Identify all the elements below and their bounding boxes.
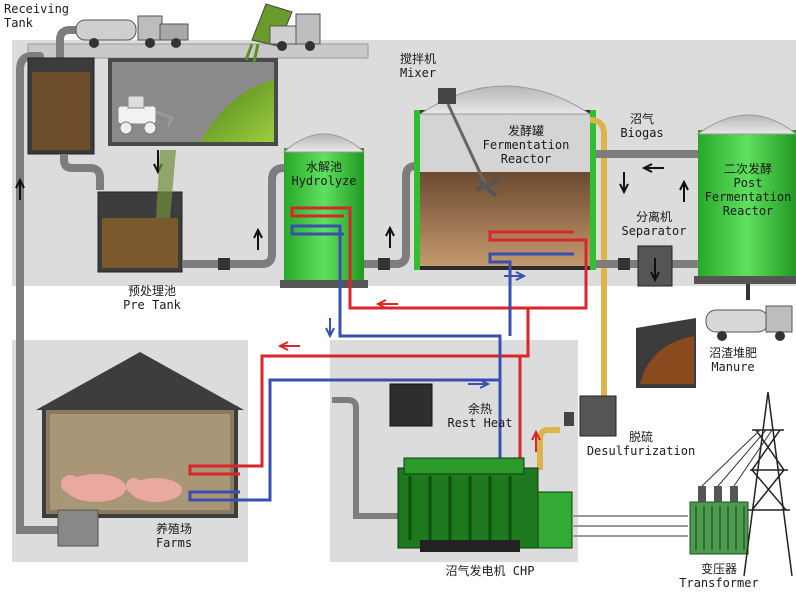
manure-pile — [636, 318, 696, 388]
mixer-label: 搅拌机 Mixer — [399, 52, 437, 80]
rest-heat-label: 余热 Rest Heat — [447, 402, 513, 430]
pipe-receiving-to-pretank — [60, 154, 104, 190]
left-arrow-post — [641, 163, 664, 173]
biogas-label: 沼气 Biogas — [620, 112, 664, 140]
up-arrow-left — [15, 177, 25, 200]
up-arrow-hydrolyze — [253, 227, 263, 250]
mixer-icon — [438, 88, 501, 198]
pig-icon — [61, 474, 182, 502]
receiving-tank-label: Receiving Tank — [4, 2, 70, 30]
rest-heat-unit — [389, 383, 433, 427]
manure-truck-icon — [705, 305, 793, 341]
power-lines — [572, 515, 688, 537]
pump-valve-3 — [564, 412, 574, 426]
pipe-pretank-to-hydrolyze — [182, 164, 290, 268]
flow-arrows — [277, 271, 541, 452]
transformer-label: 变压器 Transformer — [679, 562, 759, 590]
fermentation-reactor-label: 发酵罐 Fermentation Reactor — [482, 124, 570, 166]
tanker-truck-icon — [75, 15, 189, 48]
loader-vehicle-icon — [117, 95, 175, 135]
hydrolyze-label: 水解池 Hydrolyze — [291, 160, 357, 188]
fermentation-reactor — [414, 85, 596, 270]
up-arrow-post — [679, 179, 689, 202]
pre-tank — [97, 150, 183, 273]
desulfurization-unit — [579, 395, 617, 437]
receiving-tank — [27, 57, 95, 155]
farm-sump — [57, 509, 99, 547]
chp-engine — [397, 457, 573, 552]
left-return-pipe — [16, 26, 104, 534]
power-tower-icon — [743, 391, 793, 577]
post-fermentation-reactor — [694, 114, 796, 284]
pipe-farms-return — [332, 397, 400, 519]
pipe-hydrolyze-to-fermentation — [364, 162, 420, 268]
pump-valve-2 — [378, 258, 390, 270]
pre-tank-label: 预处理池 Pre Tank — [123, 284, 181, 312]
pump-valve-1 — [218, 258, 230, 270]
cold-water-pipes — [188, 224, 574, 502]
chp-label: 沼气发电机 CHP — [445, 564, 535, 578]
manure-label: 沼渣堆肥 Manure — [708, 346, 757, 374]
up-arrow-fermentation — [385, 225, 395, 248]
desulfurization-label: 脱硫 Desulfurization — [586, 430, 696, 458]
dump-truck-icon — [244, 3, 321, 63]
down-arrow-separator — [619, 172, 629, 195]
post-fermentation-label: 二次发酵 Post Fermentation Reactor — [704, 162, 792, 218]
transformer-icon — [689, 429, 773, 555]
hot-water-pipes — [188, 206, 588, 476]
ground-slab — [27, 43, 369, 59]
separator-unit — [618, 245, 673, 287]
separator-label: 分离机 Separator — [621, 210, 687, 238]
farms-label: 养殖场 Farms — [155, 522, 193, 550]
